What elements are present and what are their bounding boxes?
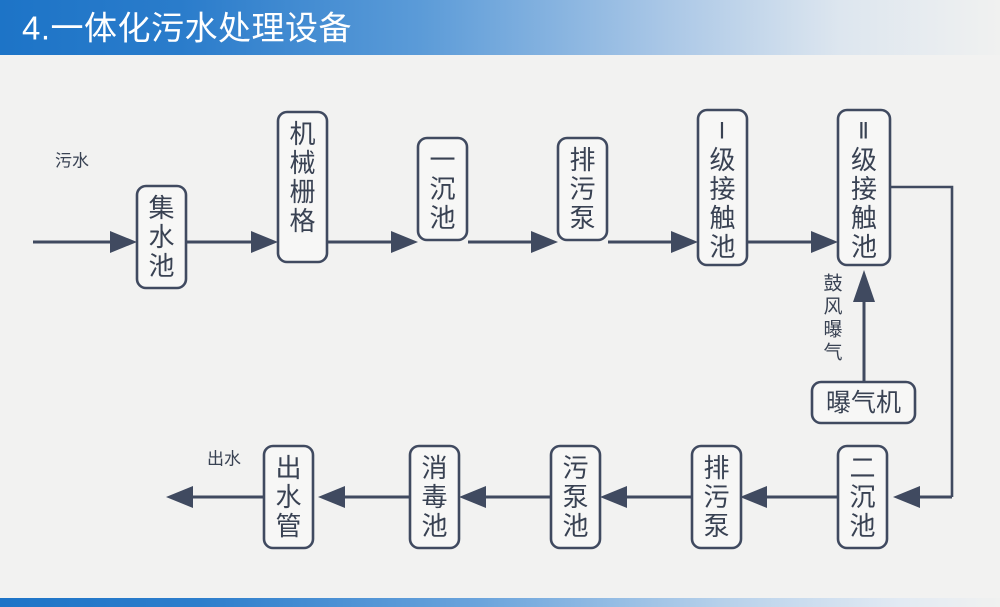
- flow-box-label-char: 沉: [849, 482, 875, 512]
- edge-inlet-to-collect-tank: [33, 231, 137, 253]
- flow-box-label-char: 级: [709, 145, 735, 175]
- flow-box-label-char: 池: [148, 251, 174, 281]
- flow-box-label-char: 集: [148, 193, 174, 223]
- flow-box-contact-pool-2[interactable]: Ⅱ 级 接 触 池: [836, 108, 892, 267]
- outlet-label: 出水: [207, 450, 241, 469]
- flow-box-collect-tank[interactable]: 集 水 池: [135, 184, 188, 290]
- edge-secondary-settle-to-sewage-pump-2: [740, 486, 838, 508]
- flow-box-label-char: 二: [849, 453, 875, 483]
- aeration-label: 鼓 风 曝 气: [823, 273, 842, 364]
- edge-collect-tank-to-mech-screen: [186, 231, 278, 253]
- flow-box-label-char: 池: [429, 203, 455, 233]
- page-title: 4.一体化污水处理设备: [22, 9, 353, 46]
- flow-box-label-char: 械: [289, 148, 315, 178]
- flow-box-label-char: 池: [709, 232, 735, 262]
- flow-box-label-char: 排: [569, 145, 595, 175]
- flow-box-label-char: 池: [562, 511, 588, 541]
- flow-box-label-char: 泵: [562, 482, 588, 512]
- flow-box-label-char: 级: [851, 145, 877, 175]
- flow-box-label-char: 污: [562, 453, 588, 483]
- edge-disinfect-tank-to-outlet-pipe: [318, 486, 410, 508]
- edge-mech-screen-to-primary-settle: [328, 231, 418, 253]
- edge-primary-settle-to-sewage-pump-1: [468, 231, 558, 253]
- process-flow-diagram: 污水 集 水 池 机 械: [33, 108, 954, 550]
- flow-box-label-char: 触: [851, 203, 877, 233]
- edge-contact-pool-1-to-contact-pool-2: [748, 231, 838, 253]
- flow-box-secondary-settle[interactable]: 二 沉 池: [836, 444, 889, 550]
- flow-box-label-char: 排: [703, 453, 729, 483]
- edge-aerator-to-contact-pool-2: [853, 270, 875, 382]
- flow-box-label-char: 接: [851, 174, 877, 204]
- flow-box-label-char: 触: [709, 203, 735, 233]
- flow-box-outlet-pipe[interactable]: 出 水 管: [262, 444, 315, 550]
- edge-sewage-pump-2-to-sludge-pump-tank: [600, 486, 692, 508]
- flow-box-aerator[interactable]: 曝气机: [810, 380, 917, 425]
- flow-box-label-char: 水: [275, 482, 301, 512]
- edge-sewage-pump-1-to-contact-pool-1: [608, 231, 698, 253]
- flow-box-sludge-pump-tank[interactable]: 污 泵 池: [549, 444, 602, 550]
- flow-box-mech-screen[interactable]: 机 械 栅 格: [276, 110, 329, 264]
- flow-box-label-char: 格: [289, 206, 315, 236]
- flow-box-label-char: 机: [289, 119, 315, 149]
- flow-box-label-char: 泵: [569, 203, 595, 233]
- flow-box-label-char: 污: [569, 174, 595, 204]
- flow-box-label-char: 一: [429, 145, 455, 175]
- flow-box-label-char: 毒: [421, 482, 447, 512]
- flow-box-sewage-pump-2[interactable]: 排 污 泵: [690, 444, 743, 550]
- aeration-label-char: 鼓: [823, 273, 842, 295]
- slide-bottom-accent-bar: [0, 598, 1000, 607]
- flow-box-label-char: 污: [703, 482, 729, 512]
- flow-box-label-aerator: 曝气机: [826, 389, 901, 417]
- aeration-label-char: 曝: [823, 320, 842, 341]
- slide-title-bar: 4.一体化污水处理设备: [0, 0, 1000, 55]
- edge-contact-pool-2-to-secondary-settle: [890, 185, 954, 508]
- flow-box-label-char: 池: [851, 232, 877, 262]
- flow-box-label-char: 池: [421, 511, 447, 541]
- flow-box-label-char: 管: [275, 511, 301, 541]
- flow-box-label-roman: Ⅰ: [719, 119, 727, 144]
- inlet-label: 污水: [55, 152, 89, 171]
- flow-box-label-char: 池: [849, 511, 875, 541]
- edge-sludge-pump-tank-to-disinfect-tank: [459, 486, 551, 508]
- flow-box-label-char: 接: [709, 174, 735, 204]
- flow-box-label-char: 消: [421, 453, 447, 483]
- flow-box-label-roman: Ⅱ: [858, 119, 870, 144]
- flow-box-sewage-pump-1[interactable]: 排 污 泵: [556, 136, 609, 242]
- aeration-label-char: 气: [823, 342, 842, 364]
- edge-outlet-pipe-to-outlet: [166, 486, 264, 508]
- flow-box-contact-pool-1[interactable]: Ⅰ 级 接 触 池: [696, 108, 749, 267]
- flow-box-label-char: 栅: [289, 177, 315, 207]
- aeration-label-char: 风: [823, 297, 842, 318]
- flow-box-label-char: 泵: [703, 511, 729, 541]
- flow-box-label-char: 出: [275, 453, 301, 483]
- flow-box-label-char: 沉: [429, 174, 455, 204]
- flow-box-primary-settle[interactable]: 一 沉 池: [416, 136, 469, 242]
- flow-box-disinfect-tank[interactable]: 消 毒 池: [408, 444, 461, 550]
- flow-box-label-char: 水: [148, 222, 174, 252]
